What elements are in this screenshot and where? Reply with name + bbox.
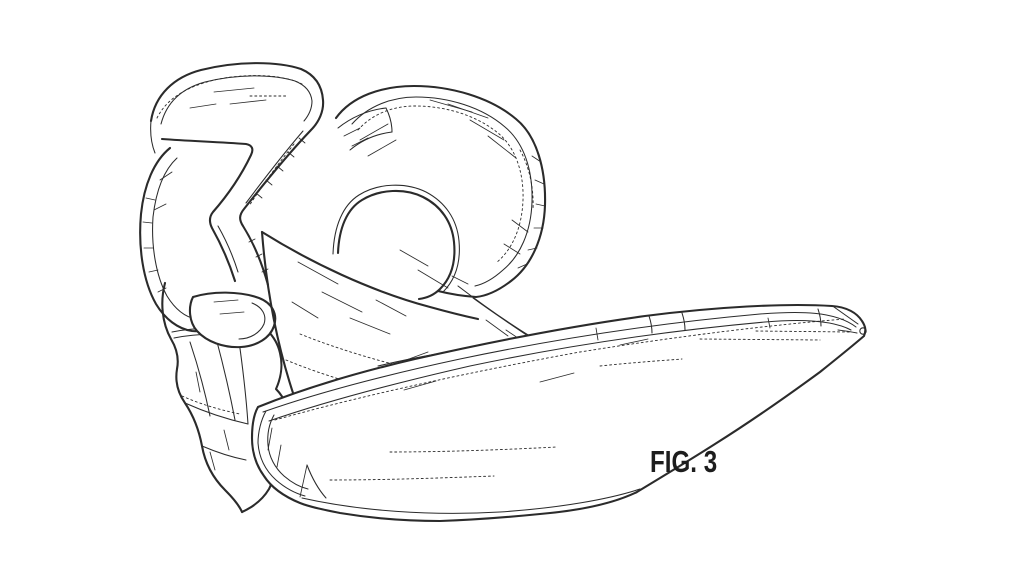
strap-end-cap bbox=[188, 291, 277, 349]
swept-blade bbox=[250, 303, 867, 523]
heel-loop-band bbox=[332, 84, 547, 301]
figure-label: FIG. 3 bbox=[650, 444, 718, 479]
s-shaped-strap bbox=[149, 62, 325, 287]
